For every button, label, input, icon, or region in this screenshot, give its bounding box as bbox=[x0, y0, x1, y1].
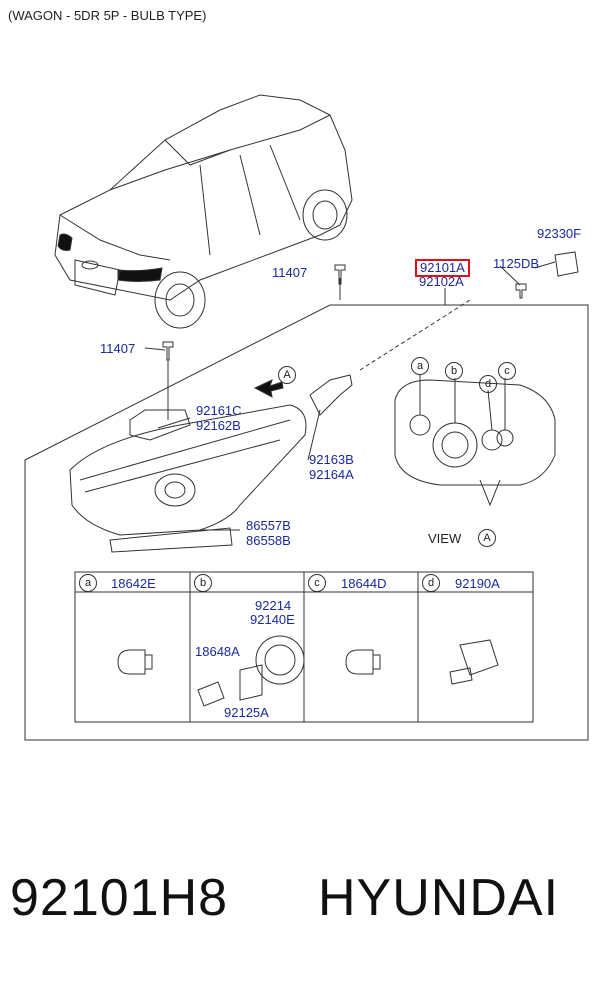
callout-a: a bbox=[411, 357, 429, 375]
connector-icon bbox=[554, 251, 579, 277]
table-letter-a: a bbox=[79, 574, 97, 592]
part-label-11407-top[interactable]: 11407 bbox=[272, 265, 308, 280]
bulb-icon bbox=[345, 649, 381, 675]
part-label-92125A[interactable]: 92125A bbox=[224, 705, 269, 720]
callout-b: b bbox=[445, 362, 463, 380]
part-label-92102A[interactable]: 92102A bbox=[419, 274, 464, 289]
part-label-92162B[interactable]: 92162B bbox=[196, 418, 241, 433]
bolt-icon bbox=[334, 264, 346, 285]
callout-d: d bbox=[479, 375, 497, 393]
view-label: VIEW bbox=[428, 531, 462, 546]
table-code-d[interactable]: 92190A bbox=[455, 576, 500, 591]
bulb-socket-icon bbox=[197, 635, 305, 707]
actuator-icon bbox=[449, 639, 499, 685]
bolt-icon bbox=[162, 341, 174, 361]
part-label-92330F[interactable]: 92330F bbox=[537, 226, 582, 241]
part-label-92140E[interactable]: 92140E bbox=[250, 612, 295, 627]
bolt-icon bbox=[515, 283, 527, 299]
variant-caption: (WAGON - 5DR 5P - BULB TYPE) bbox=[8, 8, 207, 23]
callout-A: A bbox=[278, 366, 296, 384]
part-label-1125DB[interactable]: 1125DB bbox=[493, 256, 540, 271]
car-illustration bbox=[54, 94, 353, 329]
part-label-18648A[interactable]: 18648A bbox=[195, 644, 240, 659]
footer: 92101H8 HYUNDAI bbox=[0, 868, 600, 948]
bulb-icon bbox=[117, 649, 153, 675]
footer-part-number: 92101H8 bbox=[10, 869, 229, 927]
callout-c: c bbox=[498, 362, 516, 380]
table-code-a[interactable]: 18642E bbox=[111, 576, 156, 591]
footer-brand: HYUNDAI bbox=[318, 869, 560, 927]
view-ref-circle: A bbox=[478, 529, 496, 547]
table-letter-c: c bbox=[308, 574, 326, 592]
table-letter-b: b bbox=[194, 574, 212, 592]
table-letter-d: d bbox=[422, 574, 440, 592]
part-label-92161C[interactable]: 92161C bbox=[196, 403, 242, 418]
table-code-c[interactable]: 18644D bbox=[341, 576, 387, 591]
part-label-86558B[interactable]: 86558B bbox=[246, 533, 291, 548]
headlamp-illustration bbox=[69, 374, 353, 553]
part-label-92164A[interactable]: 92164A bbox=[309, 467, 354, 482]
part-label-92214[interactable]: 92214 bbox=[255, 598, 292, 613]
rear-view-illustration bbox=[394, 374, 556, 507]
part-label-86557B[interactable]: 86557B bbox=[246, 518, 291, 533]
assembly-frame bbox=[24, 304, 589, 741]
bulb-table bbox=[74, 571, 534, 723]
part-label-92101A[interactable]: 92101A bbox=[415, 259, 470, 277]
part-label-11407-left[interactable]: 11407 bbox=[100, 341, 136, 356]
view-arrow-icon bbox=[253, 379, 284, 398]
part-label-92163B[interactable]: 92163B bbox=[309, 452, 354, 467]
